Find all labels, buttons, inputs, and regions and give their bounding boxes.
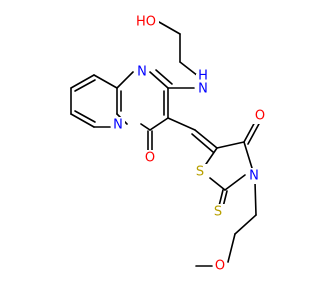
bond bbox=[218, 189, 224, 207]
atom-label-amine-nitrogen: N bbox=[198, 82, 208, 97]
atom-label-amine-hydrogen: H bbox=[198, 69, 208, 84]
atom-label-pyrimidinone-oxygen: O bbox=[145, 151, 155, 166]
bond bbox=[234, 214, 257, 235]
atom-label-bridge-nitrogen: N bbox=[113, 118, 123, 133]
bond bbox=[203, 147, 218, 168]
bond bbox=[93, 74, 118, 89]
bond bbox=[155, 69, 173, 85]
bond bbox=[254, 181, 257, 216]
bond bbox=[74, 79, 96, 92]
bond bbox=[216, 141, 245, 149]
bond bbox=[74, 110, 96, 123]
bond bbox=[191, 133, 214, 153]
molecule-svg: HO N H N N O O S N S O bbox=[70, 14, 267, 274]
bond bbox=[243, 141, 253, 169]
bond bbox=[70, 113, 95, 128]
bond bbox=[179, 61, 199, 77]
bonds bbox=[70, 21, 261, 267]
bond bbox=[194, 129, 218, 149]
bond bbox=[247, 121, 261, 145]
atom-label-thiazolidinone-nitrogen: N bbox=[249, 169, 259, 184]
bond bbox=[158, 21, 181, 35]
bond bbox=[149, 117, 169, 131]
atom-label-ether-oxygen: O bbox=[215, 259, 225, 274]
atom-label-ring-sulfur: S bbox=[196, 165, 204, 180]
bond bbox=[167, 117, 196, 131]
bond bbox=[209, 177, 226, 191]
bond bbox=[224, 174, 246, 191]
bond bbox=[227, 233, 236, 263]
bond bbox=[149, 71, 169, 89]
bond bbox=[140, 123, 151, 131]
bond bbox=[70, 74, 95, 89]
molecule-drawing: HO N H N N O O S N S O bbox=[70, 14, 267, 274]
atom-labels: HO N H N N O O S N S O bbox=[111, 14, 267, 274]
atom-label-thiazolidinone-oxygen: O bbox=[255, 109, 265, 124]
atom-label-hydroxyl: HO bbox=[136, 15, 156, 30]
atom-label-thione-sulfur: S bbox=[214, 205, 222, 220]
atom-label-ring-nitrogen-top: N bbox=[137, 65, 147, 80]
bond bbox=[116, 71, 134, 89]
